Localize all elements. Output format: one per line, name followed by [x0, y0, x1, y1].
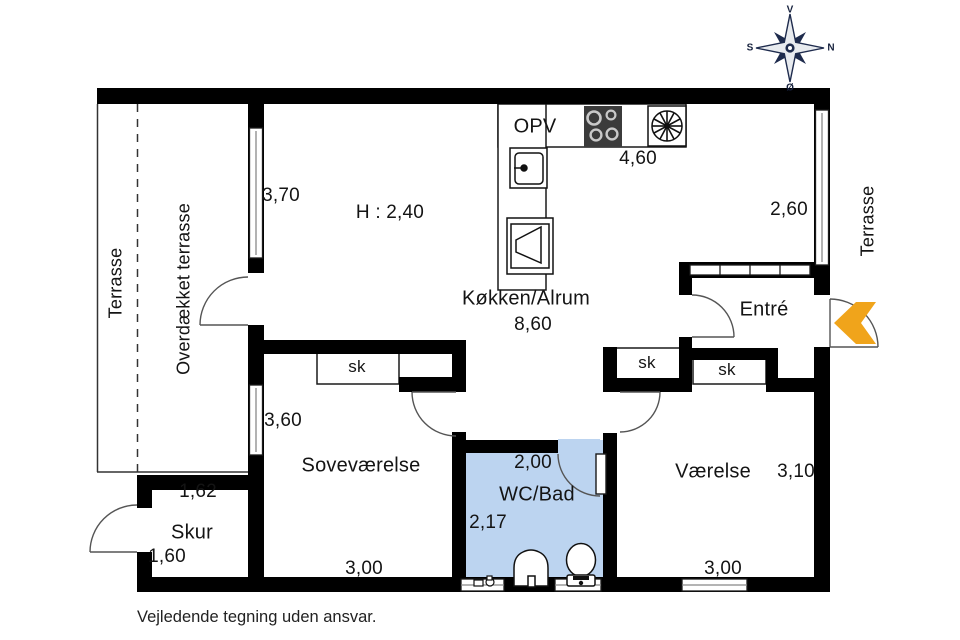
bedroom-door-swing	[411, 391, 457, 437]
toilet-icon	[565, 542, 597, 587]
dim-kitchen-side: 2,60	[770, 199, 808, 220]
window-left-top	[248, 127, 264, 259]
oven-icon	[506, 217, 554, 275]
terrace-door-swing	[199, 276, 249, 326]
bathroom-fixtures	[473, 542, 597, 588]
window-entre-top	[689, 264, 811, 276]
dim-bedroom-width: 3,00	[345, 558, 383, 579]
room-label-terrasse-right: Terrasse	[857, 185, 878, 257]
compass-letter-right: N	[827, 42, 835, 54]
window-right	[814, 109, 830, 266]
compass-letter-bottom: Ø	[786, 82, 794, 94]
vaerelse-door-swing	[619, 391, 661, 433]
dim-left-window-top: 3,70	[262, 185, 300, 206]
compass-letter-left: S	[746, 42, 754, 54]
dim-skur-width: 1,62	[179, 481, 217, 502]
faucet-icon	[473, 575, 495, 587]
dim-skur-depth: 1,60	[148, 546, 186, 567]
window-bottom-vaerelse	[681, 578, 748, 592]
dim-bedroom-window: 3,60	[264, 410, 302, 431]
sink-icon	[509, 147, 548, 189]
room-label-skur: Skur	[171, 521, 213, 544]
room-label-vaerelse: Værelse	[675, 460, 751, 483]
closet-label-bedroom: sk	[348, 357, 366, 376]
room-label-koekken-alrum: Køkken/Alrum	[462, 287, 590, 310]
ceiling-height-label: H : 2,40	[355, 202, 425, 223]
front-door-opening	[813, 295, 831, 347]
entre-door-swing	[691, 294, 735, 338]
dim-vaerelse-width: 3,00	[704, 558, 742, 579]
door-openings	[247, 273, 831, 454]
compass-letter-top: V	[786, 4, 794, 16]
room-label-terrasse-left: Terrasse	[105, 247, 126, 319]
dim-wc-width: 2,00	[514, 452, 552, 473]
bath-door-swing	[557, 453, 607, 497]
shed-top-wall	[137, 475, 264, 490]
bath-door-leaf	[595, 453, 607, 495]
room-label-entre: Entré	[739, 298, 789, 321]
room-label-wc-bad: WC/Bad	[499, 483, 575, 506]
dim-wc-depth: 2,17	[469, 512, 507, 533]
dim-vaerelse-depth: 3,10	[777, 461, 815, 482]
dim-alrum-length: 8,60	[514, 314, 552, 335]
closet-label-hall-left: sk	[638, 353, 656, 372]
closet-label-hall-right: sk	[718, 360, 736, 379]
shed-door-swing	[89, 504, 138, 553]
disclaimer-note: Vejledende tegning uden ansvar.	[137, 608, 377, 626]
extractor-fan-icon	[647, 105, 687, 147]
washbasin-icon	[513, 549, 549, 588]
entrance-arrow-icon	[834, 302, 876, 344]
shed-left-wall	[137, 475, 152, 508]
window-left-bottom	[248, 384, 264, 456]
room-label-sovevaerelse: Soveværelse	[301, 454, 421, 477]
stove-icon	[584, 106, 622, 147]
compass-icon	[755, 13, 825, 83]
closet-hall-right	[692, 357, 767, 385]
closet-bedroom	[316, 351, 400, 385]
bath-door-opening	[558, 439, 600, 454]
terrace-door-opening	[247, 273, 265, 325]
dim-kitchen-width: 4,60	[619, 148, 657, 169]
dishwasher-label: OPV	[513, 115, 557, 138]
room-label-overdaekket-terrasse: Overdækket terrasse	[173, 203, 194, 375]
closet-boxes	[316, 347, 767, 385]
terrace-outline	[96, 104, 250, 473]
